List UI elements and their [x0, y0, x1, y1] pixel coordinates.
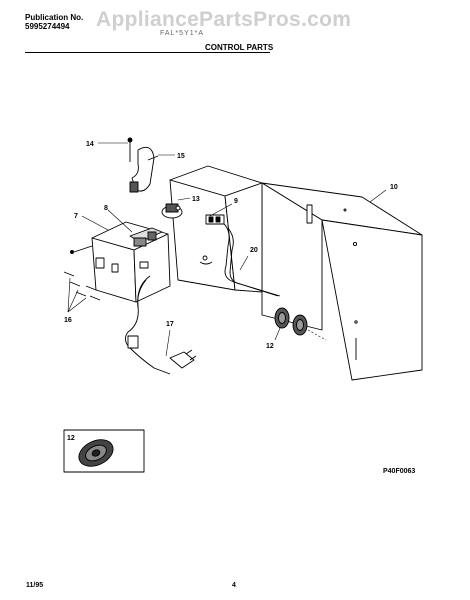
inset-callout-12: 12 — [67, 435, 75, 442]
model-number: FAL*5Y1*A — [160, 30, 205, 37]
publication-date: 11/95 — [26, 582, 44, 589]
terminal-block-part-9 — [205, 214, 225, 225]
callout-8: 8 — [104, 205, 108, 212]
callout-7: 7 — [74, 213, 78, 220]
knobs-part-12 — [274, 307, 308, 336]
callout-20: 20 — [250, 247, 258, 254]
callout-13: 13 — [192, 196, 200, 203]
bulb-holder-part-15 — [129, 146, 159, 193]
screw-part-14 — [127, 137, 133, 162]
callout-14: 14 — [86, 141, 94, 148]
diagram-code: P40F0063 — [383, 468, 416, 475]
publication-label: Publication No. — [25, 13, 84, 22]
back-panel-part-10 — [261, 182, 423, 381]
leader-lines — [67, 142, 387, 357]
control-bracket — [169, 165, 263, 293]
wire-harness-part-20 — [221, 221, 281, 297]
switch-part-8 — [129, 227, 163, 247]
inset-knob-detail — [63, 429, 145, 473]
watermark: AppliancePartsPros.com — [96, 8, 352, 31]
publication-number: 5995274494 — [25, 22, 70, 31]
callout-12: 12 — [266, 343, 274, 350]
thermostat-part-13 — [161, 203, 183, 219]
power-cord-part-17 — [125, 275, 197, 375]
callout-15: 15 — [177, 153, 185, 160]
callout-16: 16 — [64, 317, 72, 324]
callout-10: 10 — [390, 184, 398, 191]
page-number: 4 — [232, 582, 236, 589]
callout-17: 17 — [166, 321, 174, 328]
screws-part-16 — [63, 245, 101, 301]
section-title: CONTROL PARTS — [205, 43, 274, 52]
header-rule — [25, 52, 270, 53]
callout-9: 9 — [234, 198, 238, 205]
